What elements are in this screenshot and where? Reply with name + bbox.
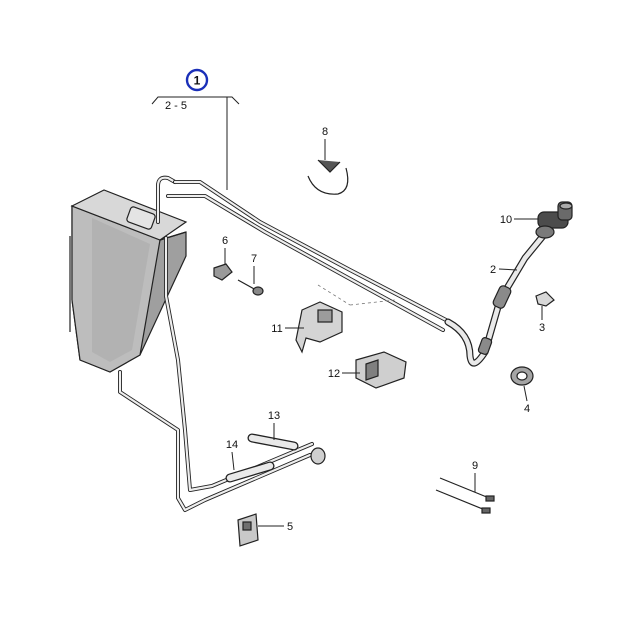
callout-label-14: 14 bbox=[226, 439, 238, 451]
line-bracket[interactable] bbox=[237, 513, 259, 547]
bolt[interactable] bbox=[237, 279, 264, 296]
callout-label-8: 8 bbox=[322, 126, 328, 138]
callout-label-9: 9 bbox=[472, 460, 478, 472]
callout-label-10: 10 bbox=[500, 214, 512, 226]
callout-label-7: 7 bbox=[251, 253, 257, 265]
callout-3: 3 bbox=[539, 306, 545, 334]
callout-label-12: 12 bbox=[328, 368, 340, 380]
assembly-range: 2 - 5 bbox=[165, 100, 187, 112]
mounting-bracket[interactable] bbox=[295, 301, 343, 354]
callout-8: 8 bbox=[322, 126, 328, 160]
callout-label-4: 4 bbox=[524, 403, 530, 415]
callout-10: 10 bbox=[500, 214, 538, 226]
purge-valve[interactable] bbox=[535, 201, 573, 239]
callout-13: 13 bbox=[268, 410, 280, 440]
callout-label-5: 5 bbox=[287, 521, 293, 533]
reference-line bbox=[317, 284, 351, 306]
hose-sleeve-lower bbox=[477, 337, 493, 355]
callout-14: 14 bbox=[226, 439, 238, 471]
return-line-end bbox=[310, 447, 326, 465]
callout-label-2: 2 bbox=[490, 264, 496, 276]
assembly-callout[interactable]: 1 2 - 5 bbox=[151, 68, 240, 190]
canister-shade bbox=[92, 218, 150, 362]
clip-holder[interactable] bbox=[355, 351, 407, 389]
callout-label-6: 6 bbox=[222, 235, 228, 247]
callout-label-11: 11 bbox=[271, 323, 282, 335]
cable-ties[interactable] bbox=[435, 477, 495, 514]
highlight-circle bbox=[185, 68, 209, 92]
hose-clamp[interactable] bbox=[307, 159, 349, 195]
hose-sleeve bbox=[492, 285, 512, 309]
callout-label-3: 3 bbox=[539, 322, 545, 334]
assembly-group-number: 1 bbox=[194, 74, 201, 88]
callout-12: 12 bbox=[328, 368, 360, 380]
assembly-bracket bbox=[151, 96, 240, 105]
vent-hose[interactable] bbox=[444, 232, 547, 367]
callout-label-13: 13 bbox=[268, 410, 280, 422]
callout-2: 2 bbox=[490, 264, 518, 276]
callout-11: 11 bbox=[271, 323, 304, 335]
canister-cap bbox=[126, 206, 156, 230]
tube-sleeve-upper[interactable] bbox=[247, 433, 299, 451]
callout-6: 6 bbox=[222, 235, 228, 264]
callout-4: 4 bbox=[523, 385, 530, 415]
grommet[interactable] bbox=[510, 366, 534, 386]
clip-nut[interactable] bbox=[213, 263, 233, 281]
tube-sleeve-lower[interactable] bbox=[225, 461, 275, 483]
callout-5: 5 bbox=[258, 521, 293, 533]
callout-7: 7 bbox=[251, 253, 257, 284]
charcoal-canister[interactable] bbox=[69, 189, 188, 373]
callout-9: 9 bbox=[472, 460, 478, 492]
small-clip[interactable] bbox=[535, 291, 555, 307]
